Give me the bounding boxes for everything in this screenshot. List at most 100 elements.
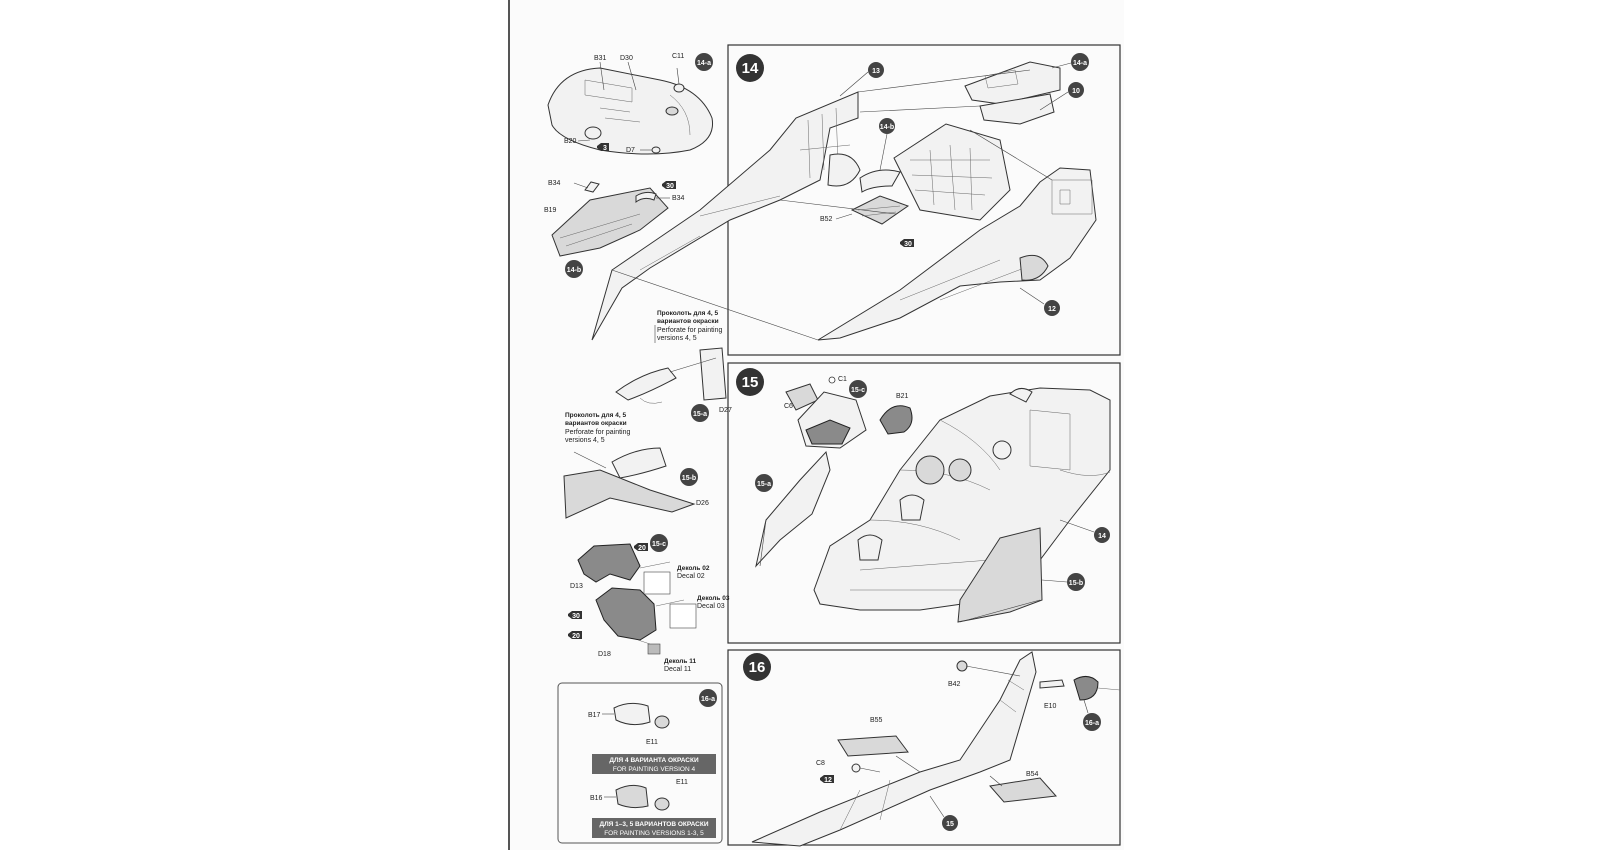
paint-badge-6: 30 <box>900 239 914 248</box>
part-label-E10: E10 <box>1044 703 1057 710</box>
nozzle-version-4 <box>602 702 670 729</box>
callout-15a-step15-label: 15-a <box>757 481 771 488</box>
callout-15c-left: 15-c <box>650 534 668 552</box>
part-label-B20: B20 <box>564 138 577 145</box>
svg-text:30: 30 <box>572 613 580 620</box>
paint-badge-1: 3 <box>597 143 609 152</box>
step-14-cabin-interior <box>850 123 1011 225</box>
step-14-fuselage-right-half <box>817 167 1097 341</box>
nozzle-version-135 <box>604 784 670 811</box>
callout-12-label: 12 <box>1048 306 1056 313</box>
callout-14-step15-label: 14 <box>1098 533 1106 540</box>
callout-14b-step14-label: 14-b <box>880 124 894 131</box>
callout-15a-left: 15-a <box>691 404 709 422</box>
subassembly-14a <box>547 61 714 155</box>
step-14-number: 14 <box>742 60 759 77</box>
part-label-B17: B17 <box>588 712 601 719</box>
part-label-B31: B31 <box>594 55 607 62</box>
decal-03-ru: Деколь 03 <box>697 595 730 602</box>
part-label-B21: B21 <box>896 393 909 400</box>
step-16-number: 16 <box>749 659 766 676</box>
callout-15a-step15: 15-a <box>755 474 773 492</box>
callout-13: 13 <box>868 62 884 78</box>
perforate-note-2-ru-2: вариантов окраски <box>565 420 627 427</box>
callout-15c-left-label: 15-c <box>652 541 666 548</box>
perforate-note-1-en: Perforate for painting <box>657 327 722 334</box>
part-label-D30: D30 <box>620 55 633 62</box>
step-15-side-panel-15a <box>755 450 831 568</box>
part-label-B55: B55 <box>870 717 883 724</box>
seat-D18-part <box>595 587 657 641</box>
decal-02-sheet <box>643 571 671 595</box>
seat-subassembly-15c <box>577 543 697 655</box>
callout-15c-step15: 15-c <box>849 380 867 398</box>
callout-15b-left: 15-b <box>680 468 698 486</box>
step-14-fuselage-left-half <box>591 91 861 341</box>
step-16-tail-boom <box>751 651 1037 847</box>
callout-15-step16-label: 15 <box>946 821 954 828</box>
callout-12: 12 <box>1044 300 1060 316</box>
paint-badge-4: 30 <box>568 611 582 620</box>
paint-badge-5: 20 <box>568 631 582 640</box>
step-14-marker: 14 <box>736 54 764 82</box>
decal-02-ru: Деколь 02 <box>677 565 710 572</box>
part-label-D7: D7 <box>626 147 635 154</box>
part-label-B19: B19 <box>544 207 557 214</box>
nozzle-B17-part <box>613 702 651 726</box>
part-label-C11: C11 <box>672 53 684 60</box>
part-label-B34-upper: B34 <box>548 180 561 187</box>
svg-text:20: 20 <box>638 545 646 552</box>
callout-16a-box-label: 16-a <box>701 696 715 703</box>
floor-B52-part <box>850 195 910 225</box>
step-15-number: 15 <box>742 374 759 391</box>
callout-16a-box: 16-a <box>699 689 717 707</box>
version-135-banner: ДЛЯ 1–3, 5 ВАРИАНТОВ ОКРАСКИ FOR PAINTIN… <box>592 818 716 838</box>
callout-15b-step15-label: 15-b <box>1069 580 1083 587</box>
svg-text:30: 30 <box>904 241 912 248</box>
seat-D13-part <box>577 543 641 583</box>
part-label-E11-v4: E11 <box>646 739 658 746</box>
part-label-E11-v135: E11 <box>676 779 688 786</box>
callout-15-step16: 15 <box>942 815 958 831</box>
svg-text:30: 30 <box>666 183 674 190</box>
version-135-ru: ДЛЯ 1–3, 5 ВАРИАНТОВ ОКРАСКИ <box>599 821 708 828</box>
callout-14b-left-label: 14-b <box>567 267 581 274</box>
version-4-ru: ДЛЯ 4 ВАРИАНТА ОКРАСКИ <box>609 757 699 764</box>
part-label-C1: C1 <box>838 376 847 383</box>
part-label-B52: B52 <box>820 216 833 223</box>
stabilizer-B54 <box>989 777 1058 803</box>
part-label-B42: B42 <box>948 681 961 688</box>
callout-16a-step16-label: 16-a <box>1085 720 1099 727</box>
callout-14b-left: 14-b <box>565 260 583 278</box>
nozzle-E11-v135-part <box>654 797 670 811</box>
callout-14b-step14: 14-b <box>879 118 895 134</box>
step-15-side-panel-15b <box>957 527 1043 623</box>
decal-03-en: Decal 03 <box>697 603 725 610</box>
paint-badge-3: 20 <box>634 543 648 552</box>
callout-15a-left-label: 15-a <box>693 411 707 418</box>
step-16-panel <box>727 649 1121 846</box>
svg-text:20: 20 <box>572 633 580 640</box>
nozzle-E11-part <box>654 715 670 729</box>
perforate-note-2-en-2: versions 4, 5 <box>565 437 605 444</box>
svg-text:12: 12 <box>824 777 832 784</box>
stabilizer-B55 <box>837 735 909 757</box>
hand-pin-illustration-2 <box>563 447 696 519</box>
step-15-detail-15c <box>785 376 867 449</box>
part-label-C8: C8 <box>816 760 825 767</box>
callout-14a-top: 14-a <box>695 53 713 71</box>
version-135-en: FOR PAINTING VERSIONS 1-3, 5 <box>604 830 704 837</box>
callout-14a-step14-label: 14-a <box>1073 60 1087 67</box>
callout-14a-step14: 14-a <box>1071 53 1089 71</box>
version-4-en: FOR PAINTING VERSION 4 <box>613 766 696 773</box>
part-label-D27: D27 <box>719 407 732 414</box>
callout-14a-label: 14-a <box>697 60 711 67</box>
hand-pin-illustration-1 <box>615 347 727 404</box>
callout-15b-left-label: 15-b <box>682 475 696 482</box>
callout-16a-step16: 16-a <box>1083 713 1101 731</box>
callout-10: 10 <box>1068 82 1084 98</box>
decal-03-sheet <box>669 603 697 629</box>
step-14-roof-14a <box>964 61 1061 125</box>
perforate-note-2-en: Perforate for painting <box>565 429 630 436</box>
